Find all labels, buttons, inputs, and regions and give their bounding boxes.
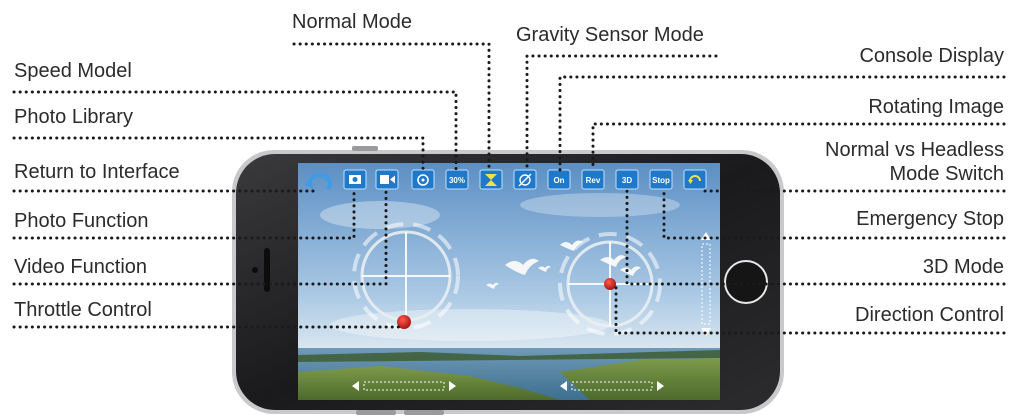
direction-joystick[interactable] — [558, 232, 662, 336]
photo-library-button[interactable] — [411, 169, 435, 190]
trim-track — [363, 381, 445, 391]
label-headless-line2: Mode Switch — [889, 163, 1005, 185]
speed-text: 30% — [449, 176, 465, 185]
app-screen: 30% On Rev 3D — [298, 163, 720, 400]
gallery-icon — [417, 174, 429, 186]
gravity-sensor-button[interactable] — [513, 169, 537, 190]
leader-3d-mode — [625, 188, 1006, 286]
normal-mode-button[interactable] — [479, 169, 503, 190]
leader-photo-function — [12, 188, 356, 240]
label-headless-line1: Normal vs Headless — [825, 139, 1004, 161]
label-direction-control: Direction Control — [855, 304, 1004, 326]
return-arrowhead-icon — [304, 181, 313, 189]
bird — [620, 266, 641, 276]
label-console-display: Console Display — [859, 45, 1004, 67]
leader-direction — [614, 284, 1006, 335]
leader-gravity-sensor — [525, 54, 718, 172]
toolbar: 30% On Rev 3D — [304, 169, 707, 191]
leader-lines — [12, 42, 1006, 335]
label-rotating-image: Rotating Image — [868, 96, 1004, 118]
bird — [538, 265, 551, 272]
label-video-function: Video Function — [14, 256, 148, 278]
label-photo-function: Photo Function — [14, 210, 149, 232]
bird — [600, 255, 626, 267]
stop-text: Stop — [652, 176, 670, 185]
emergency-stop-button[interactable]: Stop — [649, 169, 673, 190]
gravity-sensor-icon — [519, 174, 531, 186]
direction-knob[interactable] — [604, 278, 616, 290]
joystick-outer-ring — [352, 222, 460, 330]
throttle-joystick[interactable] — [352, 222, 460, 330]
grass-left — [298, 366, 560, 400]
mode-3d-button[interactable]: 3D — [615, 169, 639, 190]
cloud — [520, 193, 680, 217]
leader-video-function — [12, 188, 388, 286]
leader-emergency-stop — [662, 188, 1006, 240]
throttle-knob[interactable] — [397, 315, 411, 329]
label-return-to-interface: Return to Interface — [14, 161, 180, 183]
cloud — [320, 201, 440, 229]
photo-button[interactable] — [343, 169, 367, 190]
trim-right-arrow-icon[interactable] — [449, 381, 456, 391]
phone-speaker — [264, 248, 270, 292]
speed-button[interactable]: 30% — [445, 169, 469, 190]
trim-left-arrow-icon[interactable] — [560, 381, 567, 391]
label-3d-mode: 3D Mode — [922, 256, 1004, 278]
leader-console — [558, 75, 1006, 172]
rotate-text: Rev — [586, 176, 601, 185]
bird — [505, 258, 539, 275]
label-throttle-control: Throttle Control — [14, 299, 152, 321]
bird — [560, 240, 583, 251]
return-arrow-icon — [307, 172, 332, 191]
headless-icon — [689, 175, 701, 182]
console-display-button[interactable]: On — [547, 169, 571, 190]
joystick-outer-ring — [558, 232, 662, 336]
home-button[interactable] — [724, 260, 768, 304]
bird — [486, 282, 499, 289]
leader-photo-library — [12, 136, 425, 172]
trim-right-arrow-icon[interactable] — [657, 381, 664, 391]
label-speed-model: Speed Model — [14, 60, 132, 82]
hourglass-icon — [485, 174, 497, 186]
leader-normal-mode — [292, 42, 491, 172]
headless-switch-button[interactable] — [683, 169, 707, 190]
label-normal-mode: Normal Mode — [292, 11, 413, 33]
video-button[interactable] — [375, 169, 399, 190]
label-photo-library: Photo Library — [14, 106, 133, 128]
label-gravity-sensor-mode: Gravity Sensor Mode — [516, 24, 704, 46]
video-camera-icon — [380, 175, 389, 184]
birds — [486, 240, 641, 289]
phone-camera — [252, 267, 258, 273]
trim-slider-left[interactable] — [352, 381, 456, 391]
trim-slider-right[interactable] — [560, 381, 664, 391]
far-shore — [298, 350, 720, 362]
leader-speed-model — [12, 90, 458, 172]
phone-volume-button — [356, 410, 396, 415]
return-button[interactable] — [304, 172, 332, 191]
trim-left-arrow-icon[interactable] — [352, 381, 359, 391]
mode3d-text: 3D — [622, 176, 632, 185]
phone-side-button — [352, 146, 378, 151]
trim-track — [571, 381, 653, 391]
console-text: On — [553, 176, 564, 185]
phone-volume-button — [404, 410, 444, 415]
label-emergency-stop: Emergency Stop — [856, 208, 1004, 230]
rotate-image-button[interactable]: Rev — [581, 169, 605, 190]
